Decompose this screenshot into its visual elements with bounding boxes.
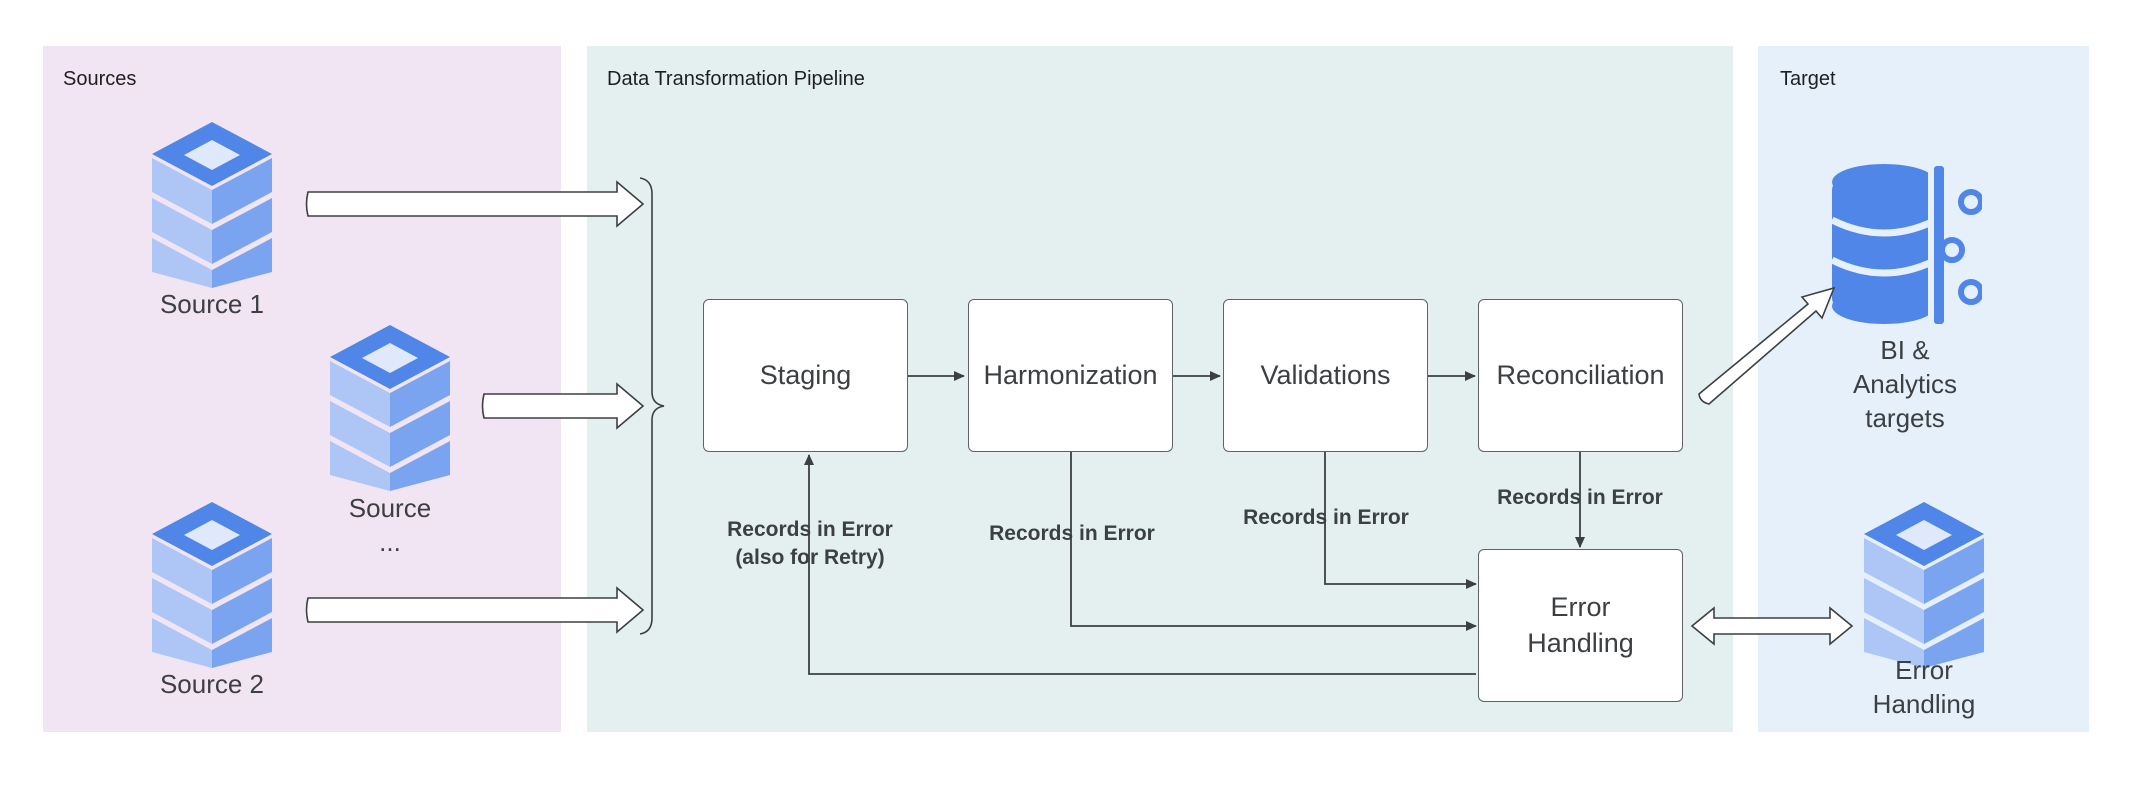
source-1-label: Source 1 [159, 289, 265, 319]
reconciliation-error-label: Records in Error [1497, 486, 1663, 509]
bi-label-line2: Analytics [1852, 368, 1958, 399]
bi-label-line1: BI & [1880, 335, 1930, 365]
staging-retry-label: Records in Error (also for Retry) [690, 516, 930, 573]
harmonization-node: Harmonization [968, 299, 1173, 452]
error-handling-node: Error Handling [1478, 549, 1683, 702]
source-2-flow-arrow [305, 586, 645, 634]
bi-label-line3: targets [1865, 402, 1945, 433]
error-handling-bidirectional-arrow [1690, 606, 1854, 646]
target-title: Target [1780, 68, 1836, 90]
error-target-label-line1: Error [1895, 655, 1953, 685]
reconciliation-to-bi-arrow [1698, 286, 1836, 405]
staging-node: Staging [703, 299, 908, 452]
bi-analytics-targets-label: BI & Analytics targets [1830, 334, 1980, 435]
validations-error-line [1324, 452, 1477, 589]
validations-error-label: Records in Error [1243, 506, 1409, 529]
validations-node: Validations [1223, 299, 1428, 452]
source-ellipsis-label: ... [379, 527, 401, 557]
pipeline-title: Data Transformation Pipeline [607, 68, 865, 90]
sources-title: Sources [63, 68, 137, 90]
error-handling-node-line1: Error [1550, 592, 1611, 623]
staging-retry-label-line2: (also for Retry) [735, 546, 885, 570]
error-target-label-line2: Handling [1872, 688, 1976, 719]
source-more-label: Source [348, 493, 432, 523]
harmonization-error-label: Records in Error [989, 522, 1155, 545]
error-handling-node-line2: Handling [1527, 627, 1634, 658]
reconciliation-node: Reconciliation [1478, 299, 1683, 452]
error-handling-target-label: Error Handling [1849, 654, 1999, 722]
harmonization-error-line [1070, 452, 1477, 631]
staging-retry-label-line1: Records in Error [727, 518, 893, 541]
bi-analytics-database-icon [1832, 162, 1982, 328]
source-1-flow-arrow [305, 180, 645, 228]
source-more-flow-arrow [481, 382, 645, 430]
staging-retry-loop-line [804, 454, 1476, 675]
sources-merge-brace [639, 177, 665, 635]
source-2-label: Source 2 [159, 669, 265, 699]
